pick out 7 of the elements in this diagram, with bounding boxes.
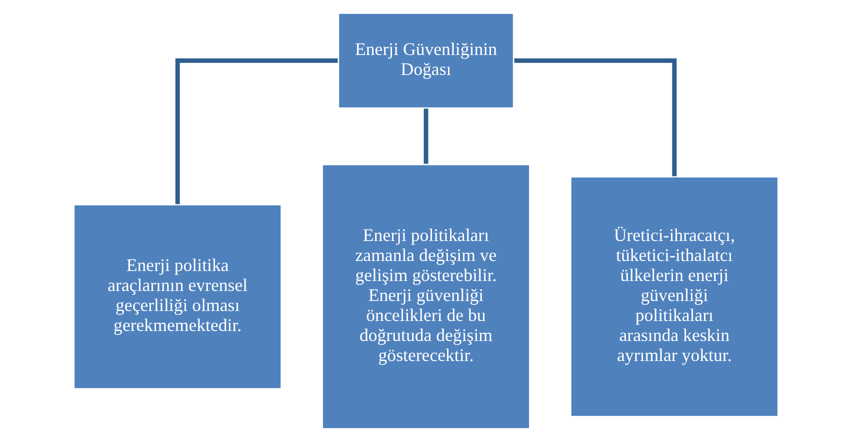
node-box: Enerji Güvenliğinin Doğası [336, 12, 515, 110]
connector [423, 108, 428, 164]
connector [514, 58, 676, 176]
node-box: Enerji politikaları zamanla değişim ve gelişim gösterebilir. Enerji güvenliği öncelikleri de bu doğrutuda değişim gösterecektir. [320, 163, 531, 430]
node-box: Üretici-ihracatçı, tüketici-ithalatcı ülkelerin enerji güvenliği politikaları arasında keskin ayrımlar yoktur. [568, 175, 780, 418]
connector [174, 58, 338, 204]
node-box: Enerji politika araçlarının evrensel geçerliliği olması gerekmemektedir. [72, 203, 282, 390]
